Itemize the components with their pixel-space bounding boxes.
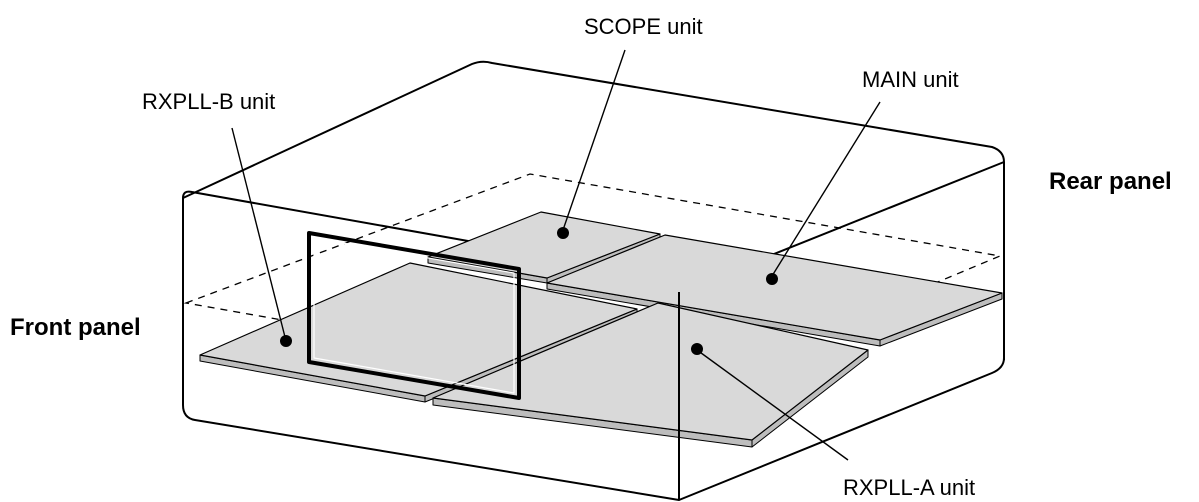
chassis-front: [182, 198, 1005, 501]
front-bracket: [307, 231, 521, 400]
chassis-front-face: [182, 198, 680, 501]
rear-panel-label: Rear panel: [1049, 168, 1172, 195]
rxpll-b-unit-label: RXPLL-B unit: [142, 89, 275, 114]
front-panel-label: Front panel: [10, 314, 141, 341]
rxpll-b-unit-leader: [231, 127, 286, 338]
scope-unit-leader: [562, 49, 626, 231]
chassis-bottom-right-edge: [678, 357, 1005, 501]
chassis-top-back-edge: [182, 60, 1005, 360]
scope-unit-label: SCOPE unit: [584, 14, 703, 39]
main-unit-dot: [766, 273, 778, 285]
scope-unit-dot: [557, 227, 569, 239]
rxpll-a-unit-dot: [691, 343, 703, 355]
rxpll-a-unit-leader: [696, 349, 849, 461]
rxpll-b-unit-dot: [280, 335, 292, 347]
rxpll-a-board: [432, 302, 869, 448]
main-unit-leader: [771, 101, 881, 277]
main-unit-label: MAIN unit: [862, 67, 959, 92]
main-board: [546, 234, 1003, 347]
front-bracket-inner: [313, 237, 515, 394]
rxpll-a-unit-label: RXPLL-A unit: [843, 475, 975, 500]
